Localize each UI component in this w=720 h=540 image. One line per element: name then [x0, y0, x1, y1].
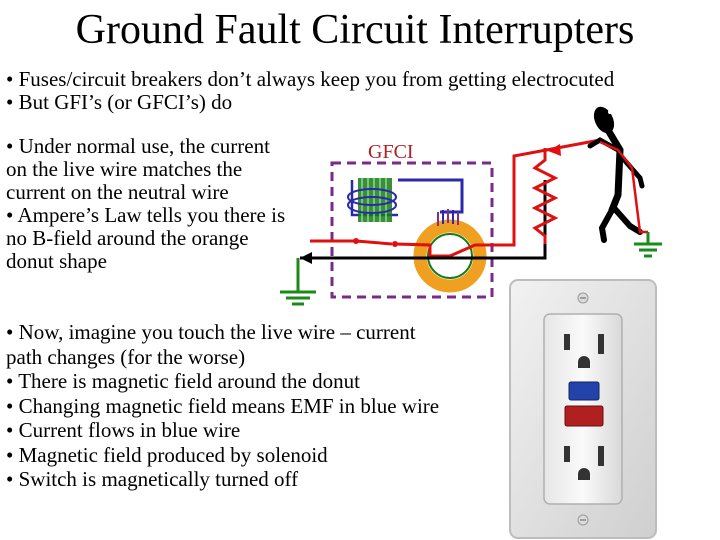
donut-toroid-icon: [413, 219, 487, 293]
normal-use-text: • Under normal use, the current on the l…: [6, 135, 285, 273]
arrow-icon: [300, 252, 312, 264]
reset-button[interactable]: [564, 405, 604, 427]
arrow-icon: [548, 144, 561, 156]
resistor-icon: [531, 148, 559, 244]
touch-line: • There is magnetic field around the don…: [6, 369, 360, 393]
normal-use-line: • Ampere’s Law tells you there is: [6, 203, 286, 227]
neutral-wire: [300, 180, 547, 260]
slide-title: Ground Fault Circuit Interrupters: [75, 7, 635, 53]
touch-text: • Now, imagine you touch the live wire –…: [6, 320, 439, 492]
ground-hole: [578, 468, 590, 480]
intro-bullet: • But GFI’s (or GFCI’s) do: [6, 90, 233, 114]
stick-figure-icon: [587, 106, 645, 243]
gfci-box: [330, 161, 494, 299]
touch-line: • Now, imagine you touch the live wire –…: [6, 320, 416, 344]
sensor-coil-icon: [437, 209, 459, 226]
touch-line: path changes (for the worse): [6, 344, 246, 369]
intro-bullets: • Fuses/circuit breakers don’t always ke…: [6, 68, 614, 114]
ground-symbol-icon: [634, 242, 662, 258]
outlet-slot: [598, 334, 604, 354]
normal-use-line: no B-field around the orange: [6, 226, 249, 250]
normal-use-line: donut shape: [6, 249, 107, 273]
switch-icon: [353, 238, 398, 247]
gfci-label: GFCI: [368, 141, 414, 163]
normal-use-line: on the live wire matches the: [6, 157, 243, 181]
touch-line: • Switch is magnetically turned off: [6, 467, 299, 491]
normal-use-line: • Under normal use, the current: [6, 134, 270, 158]
body-current-path: [599, 140, 648, 234]
test-button[interactable]: [568, 381, 600, 401]
outlet-slot: [564, 334, 570, 350]
solenoid-icon: [347, 178, 397, 222]
ground-hole: [578, 356, 590, 368]
ground-symbol-icon: [280, 290, 316, 306]
touch-line: • Changing magnetic field means EMF in b…: [6, 393, 440, 418]
gfci-outlet-icon: [509, 279, 657, 539]
outlet-slot: [564, 446, 570, 462]
live-wire: [394, 138, 601, 258]
touch-line: • Magnetic field produced by solenoid: [6, 442, 328, 467]
blue-wire: [398, 178, 464, 214]
normal-use-line: current on the neutral wire: [6, 180, 229, 204]
touch-line: • Current flows in blue wire: [6, 418, 241, 442]
outlet-slot: [598, 446, 604, 466]
intro-bullet: • Fuses/circuit breakers don’t always ke…: [6, 67, 615, 91]
